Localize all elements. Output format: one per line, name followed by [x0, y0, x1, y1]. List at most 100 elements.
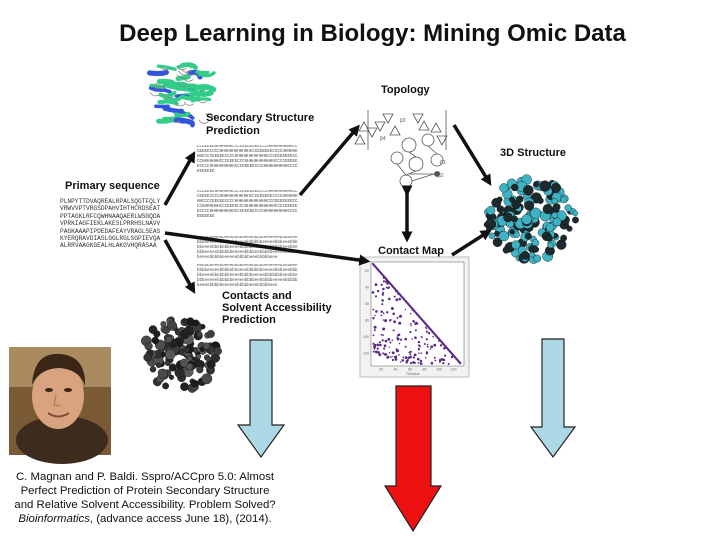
contact-point — [425, 330, 428, 333]
contacts-label-1: Contacts and — [222, 290, 292, 302]
contact-point — [409, 353, 412, 356]
contact-point — [404, 308, 407, 311]
ribbon-loop — [174, 101, 186, 107]
sa-prediction-block: eebbbbeeebbeeebebbeeeebbbbbeeeeeebbbbeee… — [197, 264, 298, 286]
contact-point — [392, 329, 395, 332]
contact-point — [439, 344, 443, 347]
topology-label-b2: β2 — [438, 173, 444, 179]
3d-structure-label: 3D Structure — [500, 147, 567, 159]
arrow-ssp-to-topology — [298, 124, 360, 197]
topology-strand-triangle — [382, 113, 394, 124]
contact-map-y-tick: 60 — [365, 302, 369, 306]
contact-point — [397, 293, 399, 295]
contact-point — [416, 322, 419, 325]
contact-point — [372, 308, 375, 311]
contact-point — [443, 347, 446, 350]
atom-sphere — [513, 231, 520, 239]
atom-sphere — [144, 342, 153, 351]
contact-point — [416, 357, 420, 361]
contact-point — [425, 323, 427, 325]
contact-point — [420, 336, 423, 338]
contact-point — [438, 339, 441, 342]
atom-sphere — [180, 382, 189, 392]
contact-point — [419, 362, 423, 365]
contact-point — [409, 350, 412, 353]
ribbon-loop — [176, 74, 188, 79]
ribbon-strand — [179, 119, 195, 128]
contact-map-xlabel: Residue — [406, 372, 419, 376]
arrow-topology-to-3d — [452, 124, 492, 186]
atom-sphere — [532, 245, 538, 251]
contact-point — [391, 351, 395, 355]
atom-sphere — [179, 358, 189, 368]
contact-point — [444, 354, 447, 357]
contact-point — [376, 343, 380, 347]
citation-line-3: and Relative Solvent Accessibility. Prob… — [14, 499, 276, 511]
ribbon-strand — [162, 106, 184, 114]
atom-sphere — [186, 355, 193, 362]
contact-point — [373, 345, 377, 349]
atom-sphere — [496, 196, 503, 203]
contact-point — [412, 320, 415, 323]
contact-point — [419, 359, 423, 363]
contact-map-x-tick: 120 — [451, 368, 457, 372]
contact-point — [388, 281, 390, 283]
atom-sphere — [164, 360, 171, 366]
contact-point — [396, 337, 400, 341]
atom-sphere — [572, 210, 579, 217]
atom-sphere — [524, 232, 532, 240]
contact-point — [398, 342, 401, 345]
contact-point — [373, 347, 376, 350]
contact-point — [417, 362, 420, 364]
contact-point — [380, 310, 383, 313]
contact-point — [395, 355, 398, 357]
contact-map-x-tick: 40 — [394, 368, 398, 372]
atom-sphere — [202, 342, 211, 350]
contact-point — [414, 329, 417, 332]
atom-sphere — [196, 366, 204, 374]
contact-point — [430, 345, 434, 349]
contacts-label-2: Solvent Accessibility — [222, 302, 332, 314]
contact-point — [389, 356, 392, 358]
ss-prediction-block: CCCEEEEHHHHHHHCCCCEEEEEEECCCHHHHHHHHHHCC… — [197, 190, 298, 219]
citation-line-4: Bioinformatics, (advance access June 18)… — [0, 512, 290, 526]
atom-sphere — [529, 251, 535, 258]
solvent-accessibility-structure-image — [140, 316, 222, 393]
atom-sphere — [533, 181, 540, 188]
contact-point — [440, 358, 444, 361]
contact-map-y-tick: 40 — [365, 286, 369, 290]
contact-point — [376, 347, 379, 350]
page-title: Deep Learning in Biology: Mining Omic Da… — [119, 20, 626, 47]
arrow-seq-to-contacts — [163, 239, 196, 294]
ribbon-strand — [163, 96, 182, 102]
contact-point — [382, 287, 385, 291]
contact-point — [397, 333, 401, 337]
atom-sphere — [162, 382, 170, 390]
contact-point — [393, 320, 396, 324]
secondary-structure-label-2: Prediction — [206, 125, 260, 137]
contact-point — [409, 355, 413, 359]
contact-point — [382, 327, 386, 331]
contact-point — [381, 303, 384, 306]
atom-sphere — [206, 359, 216, 369]
contact-point — [418, 344, 420, 347]
atom-sphere — [498, 230, 509, 242]
contact-point — [381, 293, 384, 296]
ribbon-loop — [177, 82, 189, 87]
contact-point — [411, 338, 414, 340]
atom-sphere — [201, 373, 213, 385]
contact-point — [413, 361, 416, 364]
atom-sphere — [213, 346, 222, 356]
contact-map-label: Contact Map — [378, 245, 444, 257]
atom-sphere — [509, 229, 515, 235]
citation: C. Magnan and P. Baldi. Sspro/ACCpro 5.0… — [0, 470, 290, 526]
ribbon-strand — [180, 94, 201, 101]
atom-sphere — [545, 223, 555, 232]
atom-sphere — [523, 184, 534, 196]
ribbon-strand — [146, 69, 170, 77]
atom-sphere — [560, 234, 567, 242]
contact-point — [371, 291, 375, 294]
